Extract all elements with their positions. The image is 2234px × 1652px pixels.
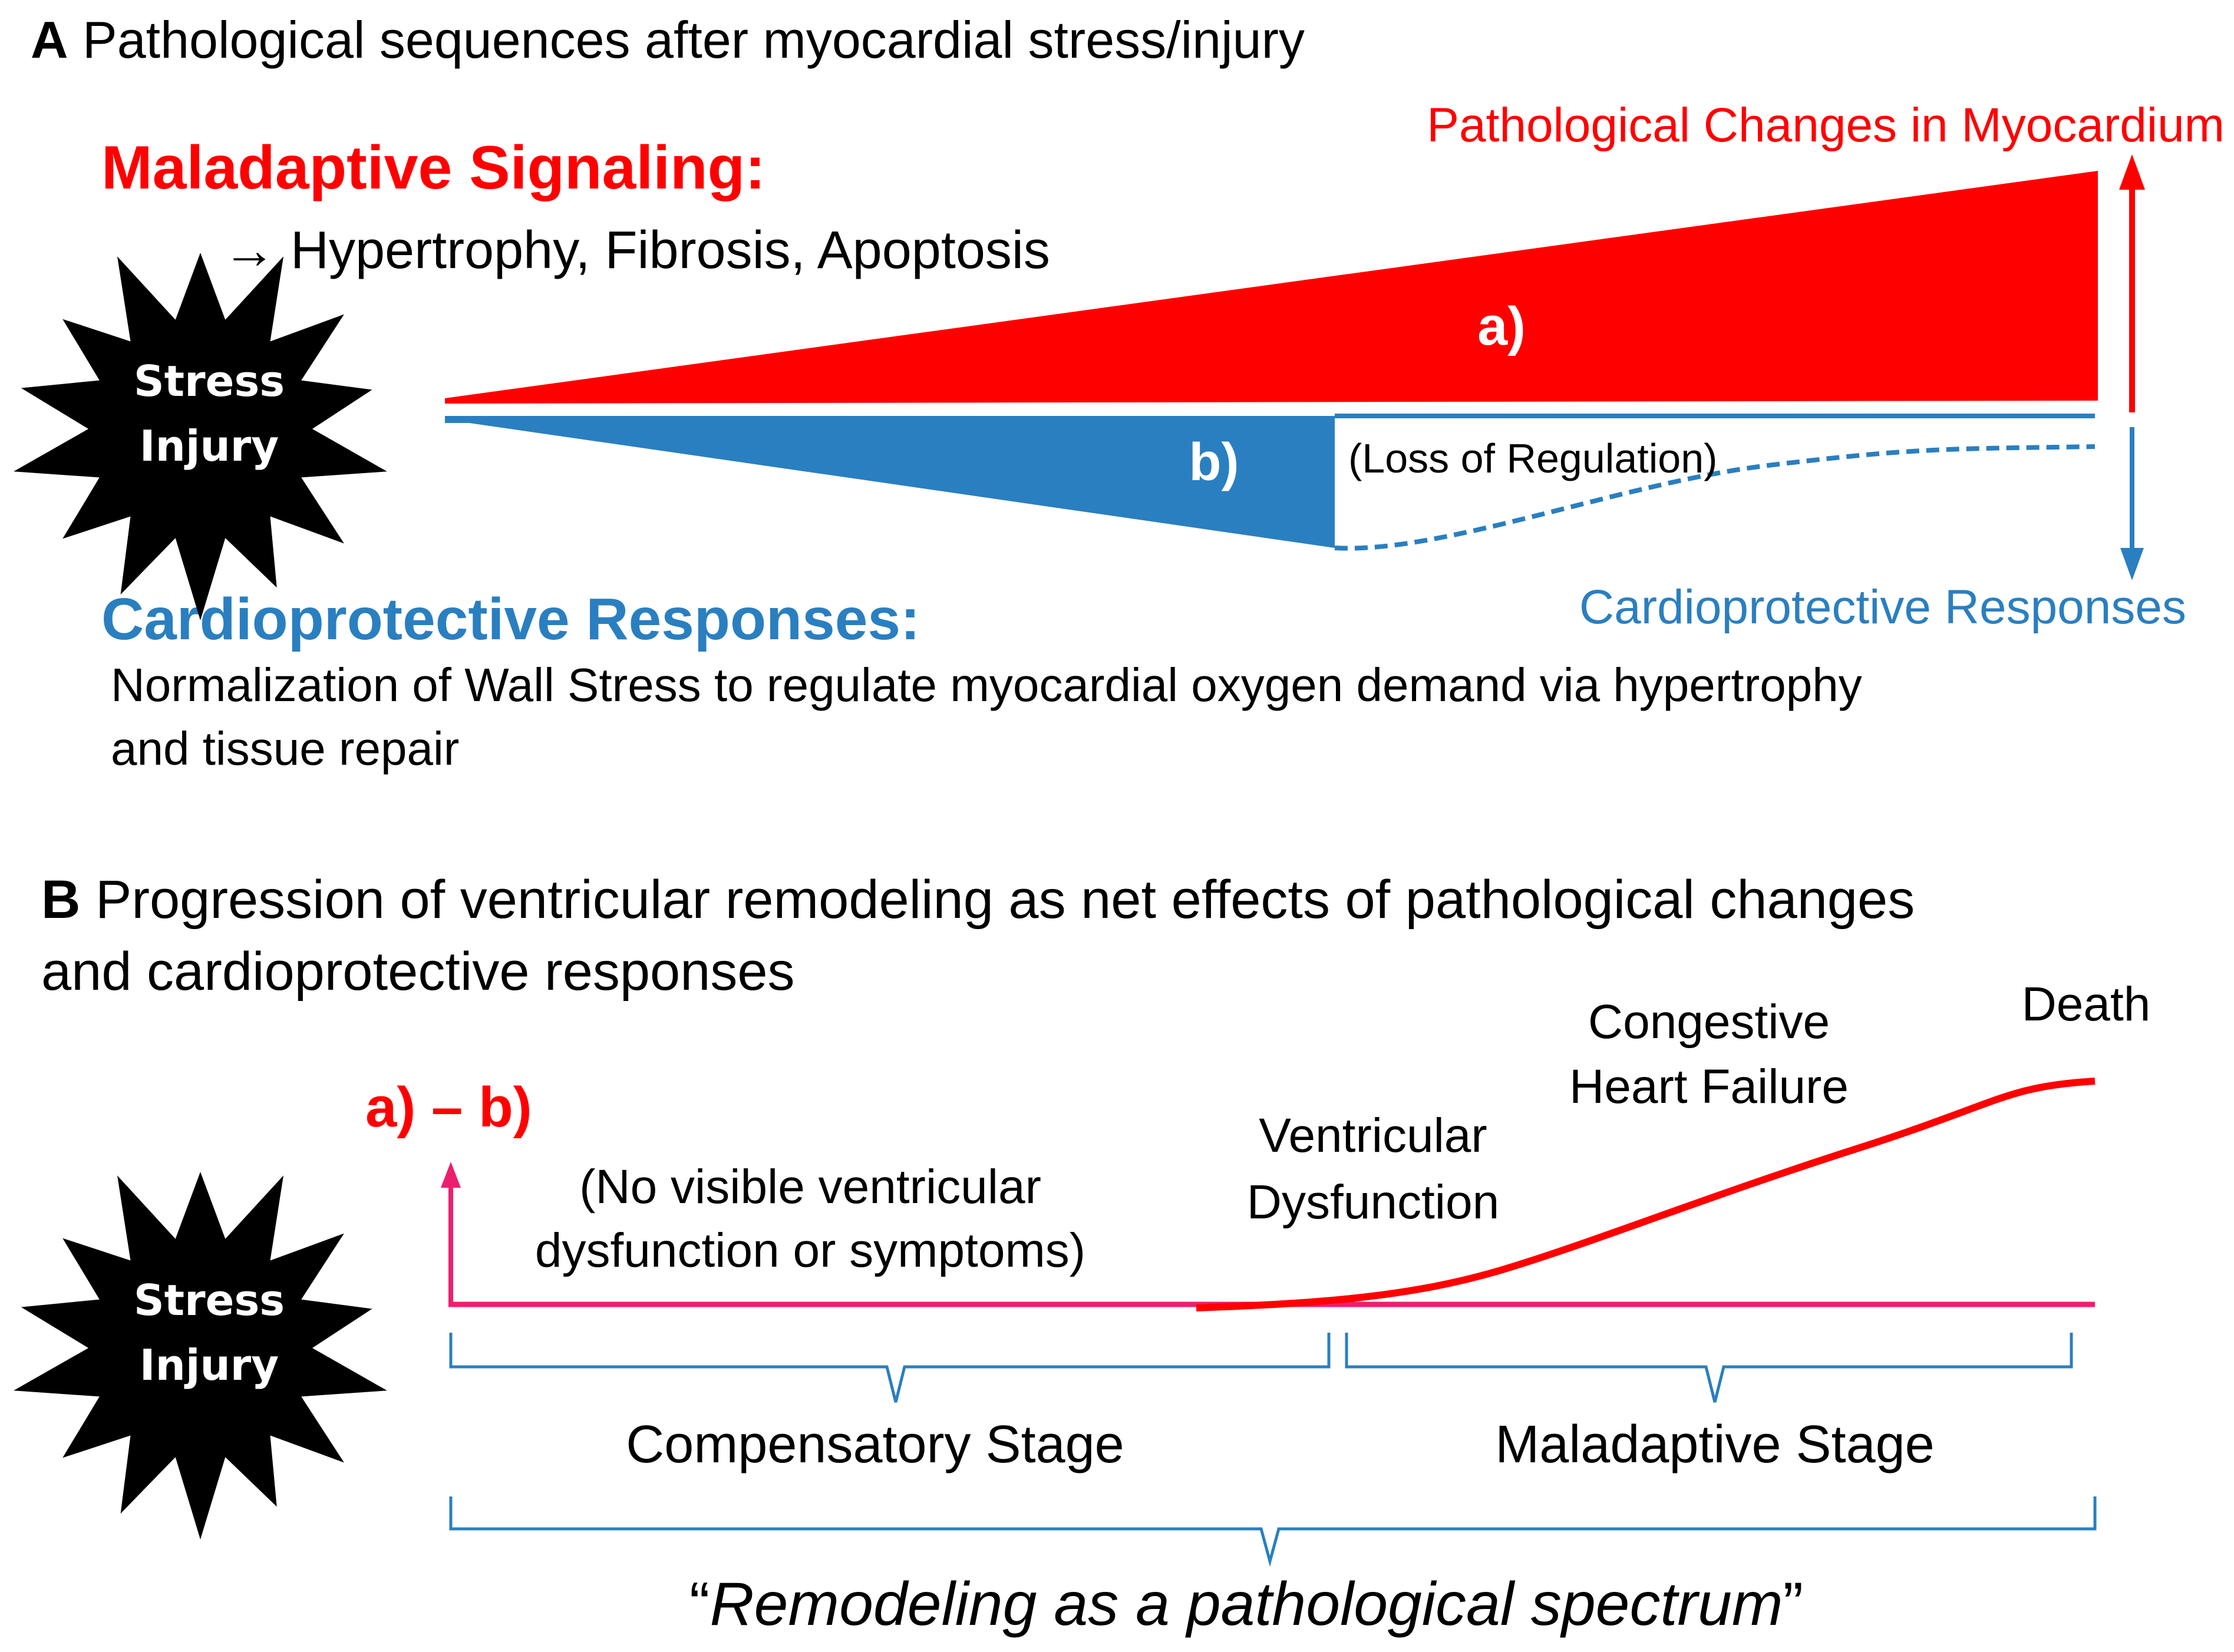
injury-label-a: Injury (140, 421, 279, 471)
normalization-line-1: Normalization of Wall Stress to regulate… (111, 659, 1862, 711)
pathological-changes-label: Pathological Changes in Myocardium (1427, 98, 2225, 152)
spectrum-label: “Remodeling as a pathological spectrum” (689, 1570, 1803, 1638)
spectrum-quote-open: “ (689, 1570, 710, 1638)
wedge-a-label: a) (1477, 296, 1526, 356)
panel-a-title: A Pathological sequences after myocardia… (31, 11, 1305, 69)
chf-line-1: Congestive (1588, 995, 1830, 1049)
stress-injury-burst-a: Stress Injury (14, 253, 387, 620)
compensatory-brace (449, 1333, 1331, 1403)
chf-line-2: Heart Failure (1569, 1060, 1849, 1114)
loss-of-regulation-label: (Loss of Regulation) (1348, 435, 1717, 481)
stress-label-b: Stress (134, 1276, 285, 1325)
no-visible-line-1: (No visible ventricular (579, 1160, 1041, 1214)
spectrum-text: Remodeling as a pathological spectrum (710, 1570, 1783, 1638)
death-label: Death (2022, 977, 2151, 1031)
stress-label-a: Stress (134, 356, 285, 406)
panel-b-title-line-1: B Progression of ventricular remodeling … (41, 870, 1915, 930)
cardioprotective-responses-label: Cardioprotective Responses (1579, 580, 2186, 634)
cardioprotective-wedge (445, 419, 1335, 548)
spectrum-brace (449, 1496, 2097, 1567)
wedge-b-label: b) (1189, 433, 1239, 492)
normalization-line-2: and tissue repair (111, 722, 459, 775)
stress-burst-shape-b (14, 1172, 387, 1539)
ventricular-line-1: Ventricular (1259, 1109, 1487, 1162)
maladaptive-wedge (445, 171, 2098, 404)
no-visible-line-2: dysfunction or symptoms) (535, 1224, 1085, 1277)
panel-b-letter: B (41, 870, 80, 930)
stress-injury-burst-b: Stress Injury (14, 1172, 387, 1539)
cardioprotective-arrow-head (2120, 548, 2144, 580)
panel-a: A Pathological sequences after myocardia… (14, 11, 2225, 775)
maladaptive-stage-label: Maladaptive Stage (1495, 1415, 1935, 1474)
injury-label-b: Injury (140, 1340, 279, 1390)
panel-b-title-line-2: and cardioprotective responses (41, 941, 795, 1002)
maladaptive-brace (1345, 1333, 2073, 1403)
loss-of-regulation-curve (1334, 444, 2096, 551)
panel-b-title-text: Progression of ventricular remodeling as… (95, 870, 1915, 930)
panel-a-letter: A (31, 11, 68, 69)
compensatory-stage-label: Compensatory Stage (626, 1415, 1124, 1474)
stress-burst-shape-a (14, 253, 387, 620)
ventricular-line-2: Dysfunction (1247, 1175, 1499, 1229)
net-effect-label: a) – b) (365, 1076, 532, 1139)
spectrum-quote-close: ” (1783, 1570, 1804, 1638)
net-effect-axis-arrow (441, 1162, 461, 1188)
maladaptive-heading: Maladaptive Signaling: (101, 134, 765, 202)
cardioprotective-heading: Cardioprotective Responses: (101, 586, 920, 652)
panel-b: B Progression of ventricular remodeling … (14, 870, 2150, 1638)
progression-curve (1196, 1078, 2096, 1311)
maladaptive-effects: → Hypertrophy, Fibrosis, Apoptosis (223, 221, 1050, 280)
panel-a-title-text: Pathological sequences after myocardial … (83, 11, 1305, 69)
pathological-arrow-head (2119, 154, 2145, 190)
